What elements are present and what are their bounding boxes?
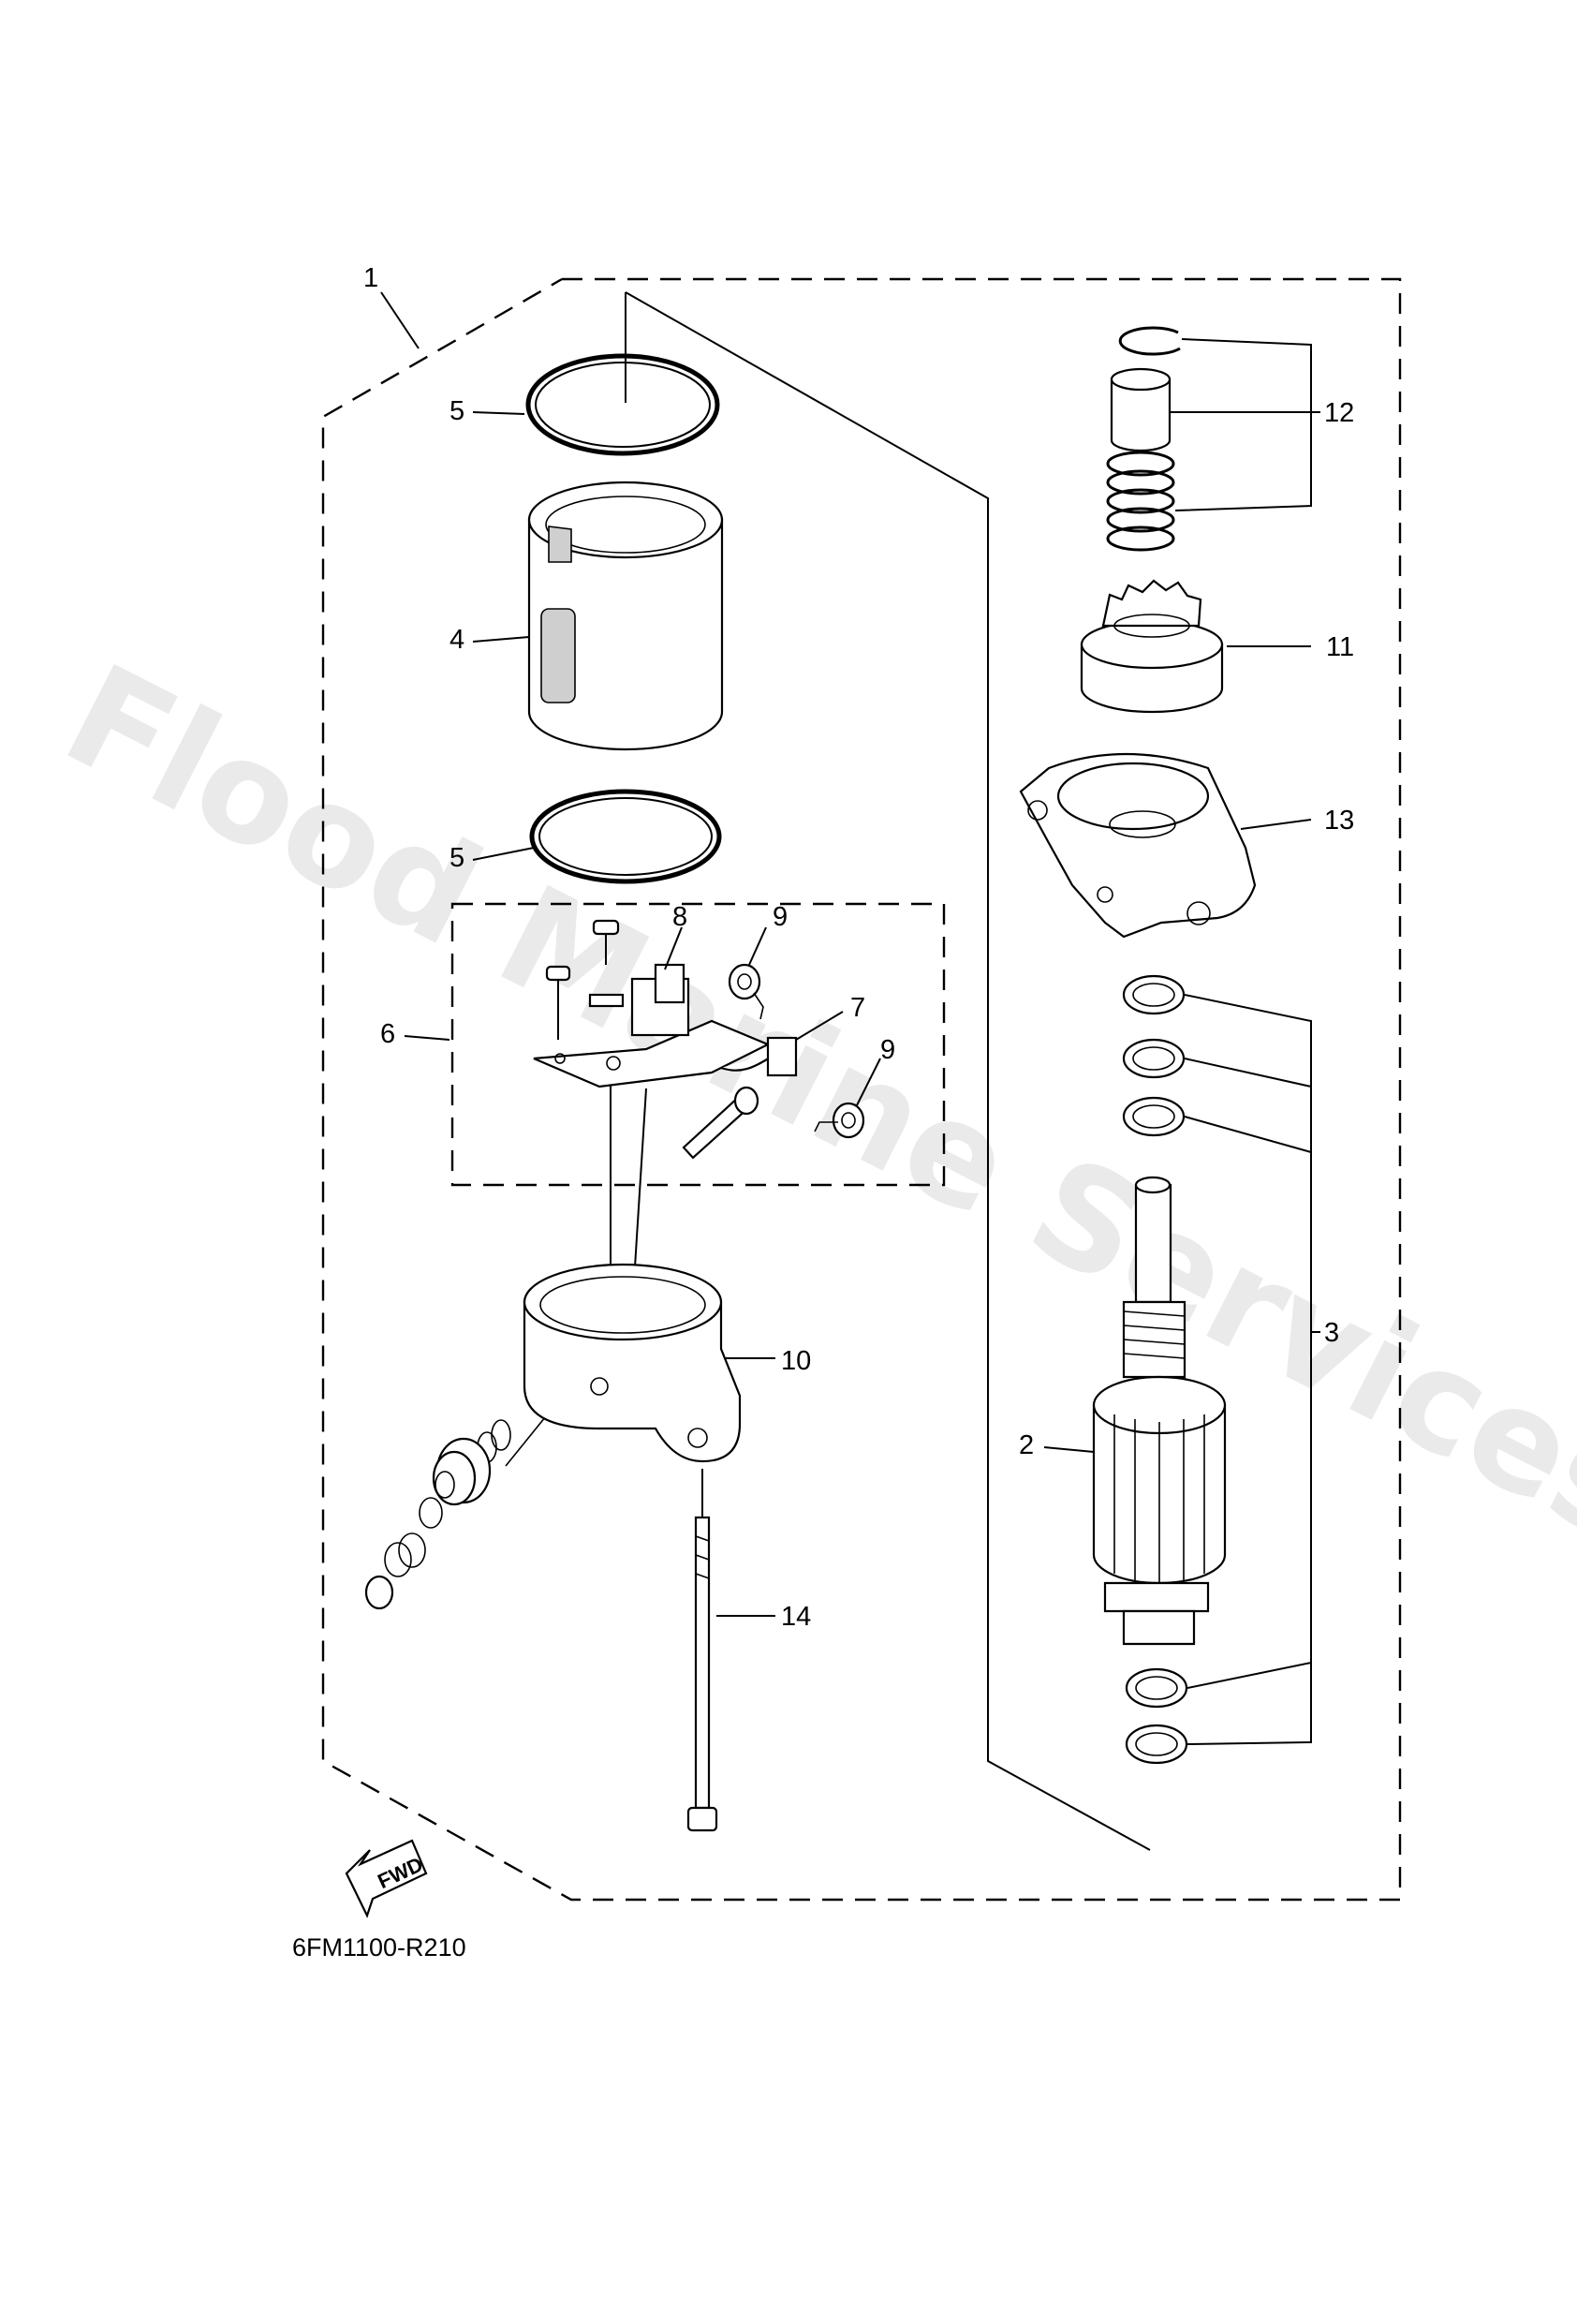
rear-cover — [523, 1263, 742, 1463]
shim-washers-upper — [1122, 974, 1186, 1137]
callout-labels: 1 2 3 4 5 5 6 7 8 9 9 10 11 12 13 14 — [363, 263, 1354, 1632]
callout-12: 12 — [1324, 398, 1354, 428]
o-ring-upper-inner — [535, 362, 711, 448]
o-ring-lower — [529, 789, 722, 884]
callout-9-lower: 9 — [880, 1035, 895, 1065]
callout-5-upper: 5 — [450, 396, 464, 426]
brush-screw-2 — [545, 965, 571, 1040]
drawing-code: 6FM1100-R210 — [292, 1933, 466, 1961]
callout-9-upper: 9 — [773, 902, 788, 932]
callout-11: 11 — [1326, 632, 1354, 662]
terminal-washers-nuts — [364, 1419, 511, 1610]
yoke — [527, 481, 724, 751]
armature-guide-line — [625, 291, 1151, 1851]
callout-7: 7 — [850, 993, 865, 1023]
leader-lines — [380, 291, 1320, 1745]
forward-arrow-icon: FWD — [345, 1839, 428, 1918]
pinion-clip — [1118, 326, 1181, 356]
brush-holder-assembly — [533, 963, 798, 1088]
brush-spring-lower — [814, 1102, 865, 1139]
o-ring-lower-inner — [538, 797, 713, 876]
pinion-stopper — [1110, 367, 1172, 452]
callout-4: 4 — [450, 625, 464, 655]
shim-washers-lower — [1125, 1667, 1188, 1765]
pinion-spring — [1106, 451, 1175, 552]
callout-14: 14 — [781, 1602, 811, 1632]
callout-10: 10 — [781, 1346, 811, 1376]
brush-screw-1 — [592, 919, 620, 965]
assembly-boundary — [321, 277, 1402, 1902]
front-cover — [1019, 752, 1257, 939]
callout-13: 13 — [1324, 806, 1354, 836]
callout-1: 1 — [363, 263, 378, 293]
brush-spring-upper — [728, 963, 764, 1020]
callout-6: 6 — [380, 1019, 395, 1049]
callout-2: 2 — [1019, 1430, 1034, 1460]
pinion-drive — [1080, 579, 1224, 714]
watermark-text: Flood Marine Services — [41, 634, 1577, 1575]
through-bolt — [686, 1516, 718, 1832]
callout-8: 8 — [672, 902, 687, 932]
armature — [1092, 1176, 1227, 1646]
brush-assembly-boundary — [450, 902, 946, 1187]
o-ring-upper — [525, 353, 720, 456]
callout-3: 3 — [1324, 1318, 1339, 1348]
callout-5-lower: 5 — [450, 843, 464, 873]
terminal-bolt — [682, 1086, 759, 1160]
